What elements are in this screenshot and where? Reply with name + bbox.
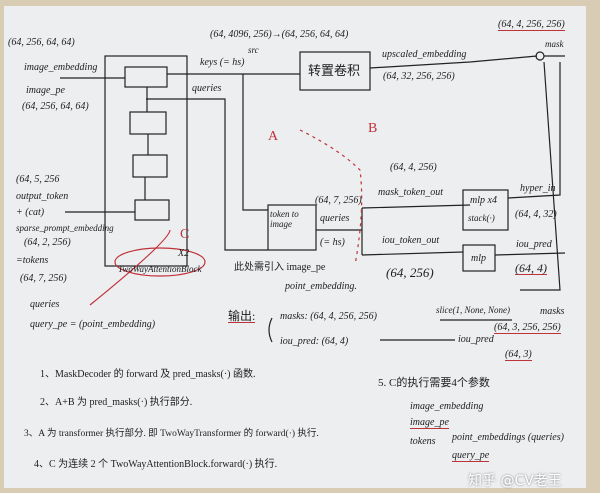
mask-label: mask — [545, 39, 564, 49]
note-5-query-pe: query_pe — [452, 450, 490, 462]
queries-line — [146, 98, 268, 251]
masks-out-shape: (64, 3, 256, 256) — [494, 322, 561, 334]
mask-token-out-label: mask_token_out — [378, 187, 443, 198]
output-label: 输出: — [228, 309, 256, 323]
image-pe-shape: (64, 256, 64, 64) — [22, 101, 89, 112]
block-name: TwoWayAttentionBlock — [118, 264, 202, 274]
note-2: 2、A+B 为 pred_masks(·) 执行部分. — [40, 397, 193, 408]
slice-label: slice(1, None, None) — [436, 305, 510, 315]
layer-box — [129, 111, 167, 135]
keys-label: keys (= hs) — [200, 57, 245, 68]
layer-box — [132, 154, 168, 178]
block-c-frame — [104, 55, 188, 267]
masks-out-label: masks — [540, 306, 565, 317]
transpose-conv-label: 转置卷积 — [308, 63, 361, 78]
watermark: 知乎 @CV老王 — [468, 473, 562, 489]
region-c-label: C — [180, 227, 190, 242]
stack-label: stack(·) — [468, 213, 495, 223]
sparse-embedding-label: sparse_prompt_embedding — [16, 223, 114, 233]
note-1: 1、MaskDecoder 的 forward 及 pred_masks(·) … — [40, 369, 256, 380]
token-to-image-box — [267, 204, 317, 251]
note-5-tokens: tokens — [410, 436, 436, 447]
mask-token-shape: (64, 4, 256) — [390, 162, 437, 173]
cat-label: + (cat) — [16, 207, 45, 218]
mlp-x4-label: mlp x4 — [470, 195, 497, 206]
iou-token-shape: (64, 256) — [386, 265, 434, 280]
iou-pred-shape: (64, 4) — [515, 261, 547, 275]
iou-token-out-label: iou_token_out — [382, 235, 440, 246]
queries-param: queries — [30, 299, 60, 310]
reshape-label: (64, 4096, 256)→(64, 256, 64, 64) — [210, 29, 349, 40]
paper-sheet — [4, 6, 586, 488]
mlp-label: mlp — [471, 253, 486, 264]
note-5-point-embeddings: point_embeddings (queries) — [452, 432, 564, 443]
layer-box — [124, 66, 168, 88]
note-3: 3、A 为 transformer 执行部分. 即 TwoWayTransfor… — [24, 429, 319, 439]
upscaled-line — [369, 55, 538, 69]
tokens-label: =tokens — [16, 255, 49, 266]
image-embedding-label: image_embedding — [24, 62, 98, 73]
output-iou: iou_pred: (64, 4) — [280, 336, 349, 347]
iou-pred-label: iou_pred — [516, 239, 552, 250]
repeat-label: X2 — [178, 248, 190, 259]
note-4: 4、C 为连续 2 个 TwoWayAttentionBlock.forward… — [34, 459, 278, 470]
note-5-image-embedding: image_embedding — [410, 401, 484, 412]
tokens-shape: (64, 7, 256) — [20, 273, 67, 284]
output-token-shape: (64, 5, 256 — [16, 174, 60, 185]
mlp-box — [462, 244, 496, 272]
output-token-label: output_token — [16, 191, 69, 202]
output-masks: masks: (64, 4, 256, 256) — [280, 311, 377, 322]
mask-shape: (64, 4, 256, 256) — [498, 19, 565, 31]
mlp-x4-box — [462, 189, 509, 231]
upscaled-shape: (64, 32, 256, 256) — [383, 71, 455, 82]
layer-box — [134, 199, 170, 221]
transpose-conv-box — [299, 51, 371, 91]
sparse-shape: (64, 2, 256) — [24, 237, 71, 248]
t2i-shape: (64, 7, 256) — [315, 195, 362, 206]
iou-out-label: iou_pred — [458, 334, 494, 345]
query-pe-param: query_pe = (point_embedding) — [30, 319, 156, 330]
queries-label: queries — [192, 83, 222, 94]
upscaled-embedding-label: upscaled_embedding — [382, 49, 467, 60]
t2i-note-2: point_embedding. — [285, 281, 357, 292]
region-b-label: B — [368, 121, 378, 136]
t2i-hs: (= hs) — [320, 237, 345, 248]
t2i-note: 此处需引入 image_pe — [234, 262, 326, 273]
iou-out-shape: (64, 3) — [505, 349, 532, 361]
note-5-image-pe: image_pe — [410, 417, 449, 429]
image-pe-label: image_pe — [26, 85, 65, 96]
hyper-in-shape: (64, 4, 32) — [515, 209, 557, 220]
src-label: src — [248, 45, 259, 55]
image-embedding-shape: (64, 256, 64, 64) — [8, 37, 75, 48]
region-a-label: A — [268, 129, 279, 144]
t2i-queries: queries — [320, 213, 350, 224]
hyper-in-label: hyper_in — [520, 183, 556, 194]
note-5-title: 5. C的执行需要4个参数 — [378, 377, 490, 389]
t2i-label: token to image — [270, 209, 299, 229]
